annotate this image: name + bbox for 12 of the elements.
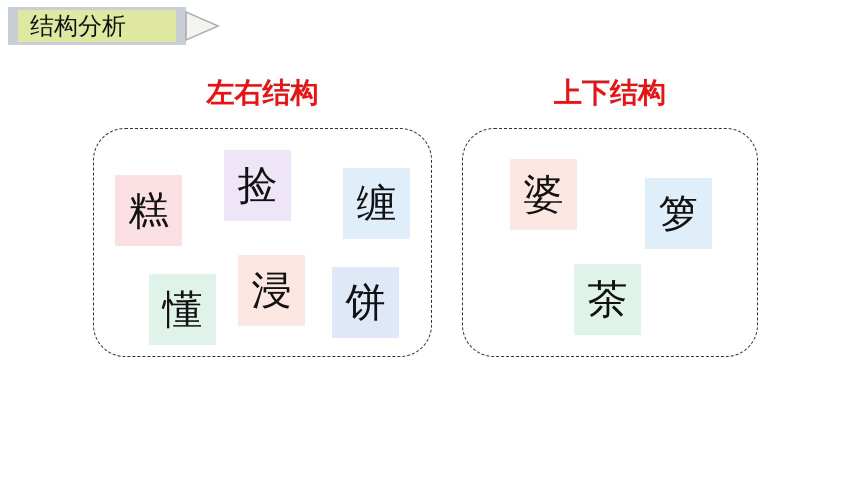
character-card: 饼 xyxy=(332,267,399,338)
character-card: 浸 xyxy=(238,255,305,326)
character-card: 婆 xyxy=(510,159,577,230)
character-card: 捡 xyxy=(224,150,291,221)
character-card: 懂 xyxy=(149,274,216,345)
character-card: 糕 xyxy=(115,175,182,246)
group-heading: 上下结构 xyxy=(553,75,667,111)
section-title: 结构分析 xyxy=(30,11,126,41)
character-card: 箩 xyxy=(645,178,712,249)
group-heading: 左右结构 xyxy=(205,75,320,111)
character-card: 缠 xyxy=(343,168,410,239)
character-card: 茶 xyxy=(574,264,641,335)
